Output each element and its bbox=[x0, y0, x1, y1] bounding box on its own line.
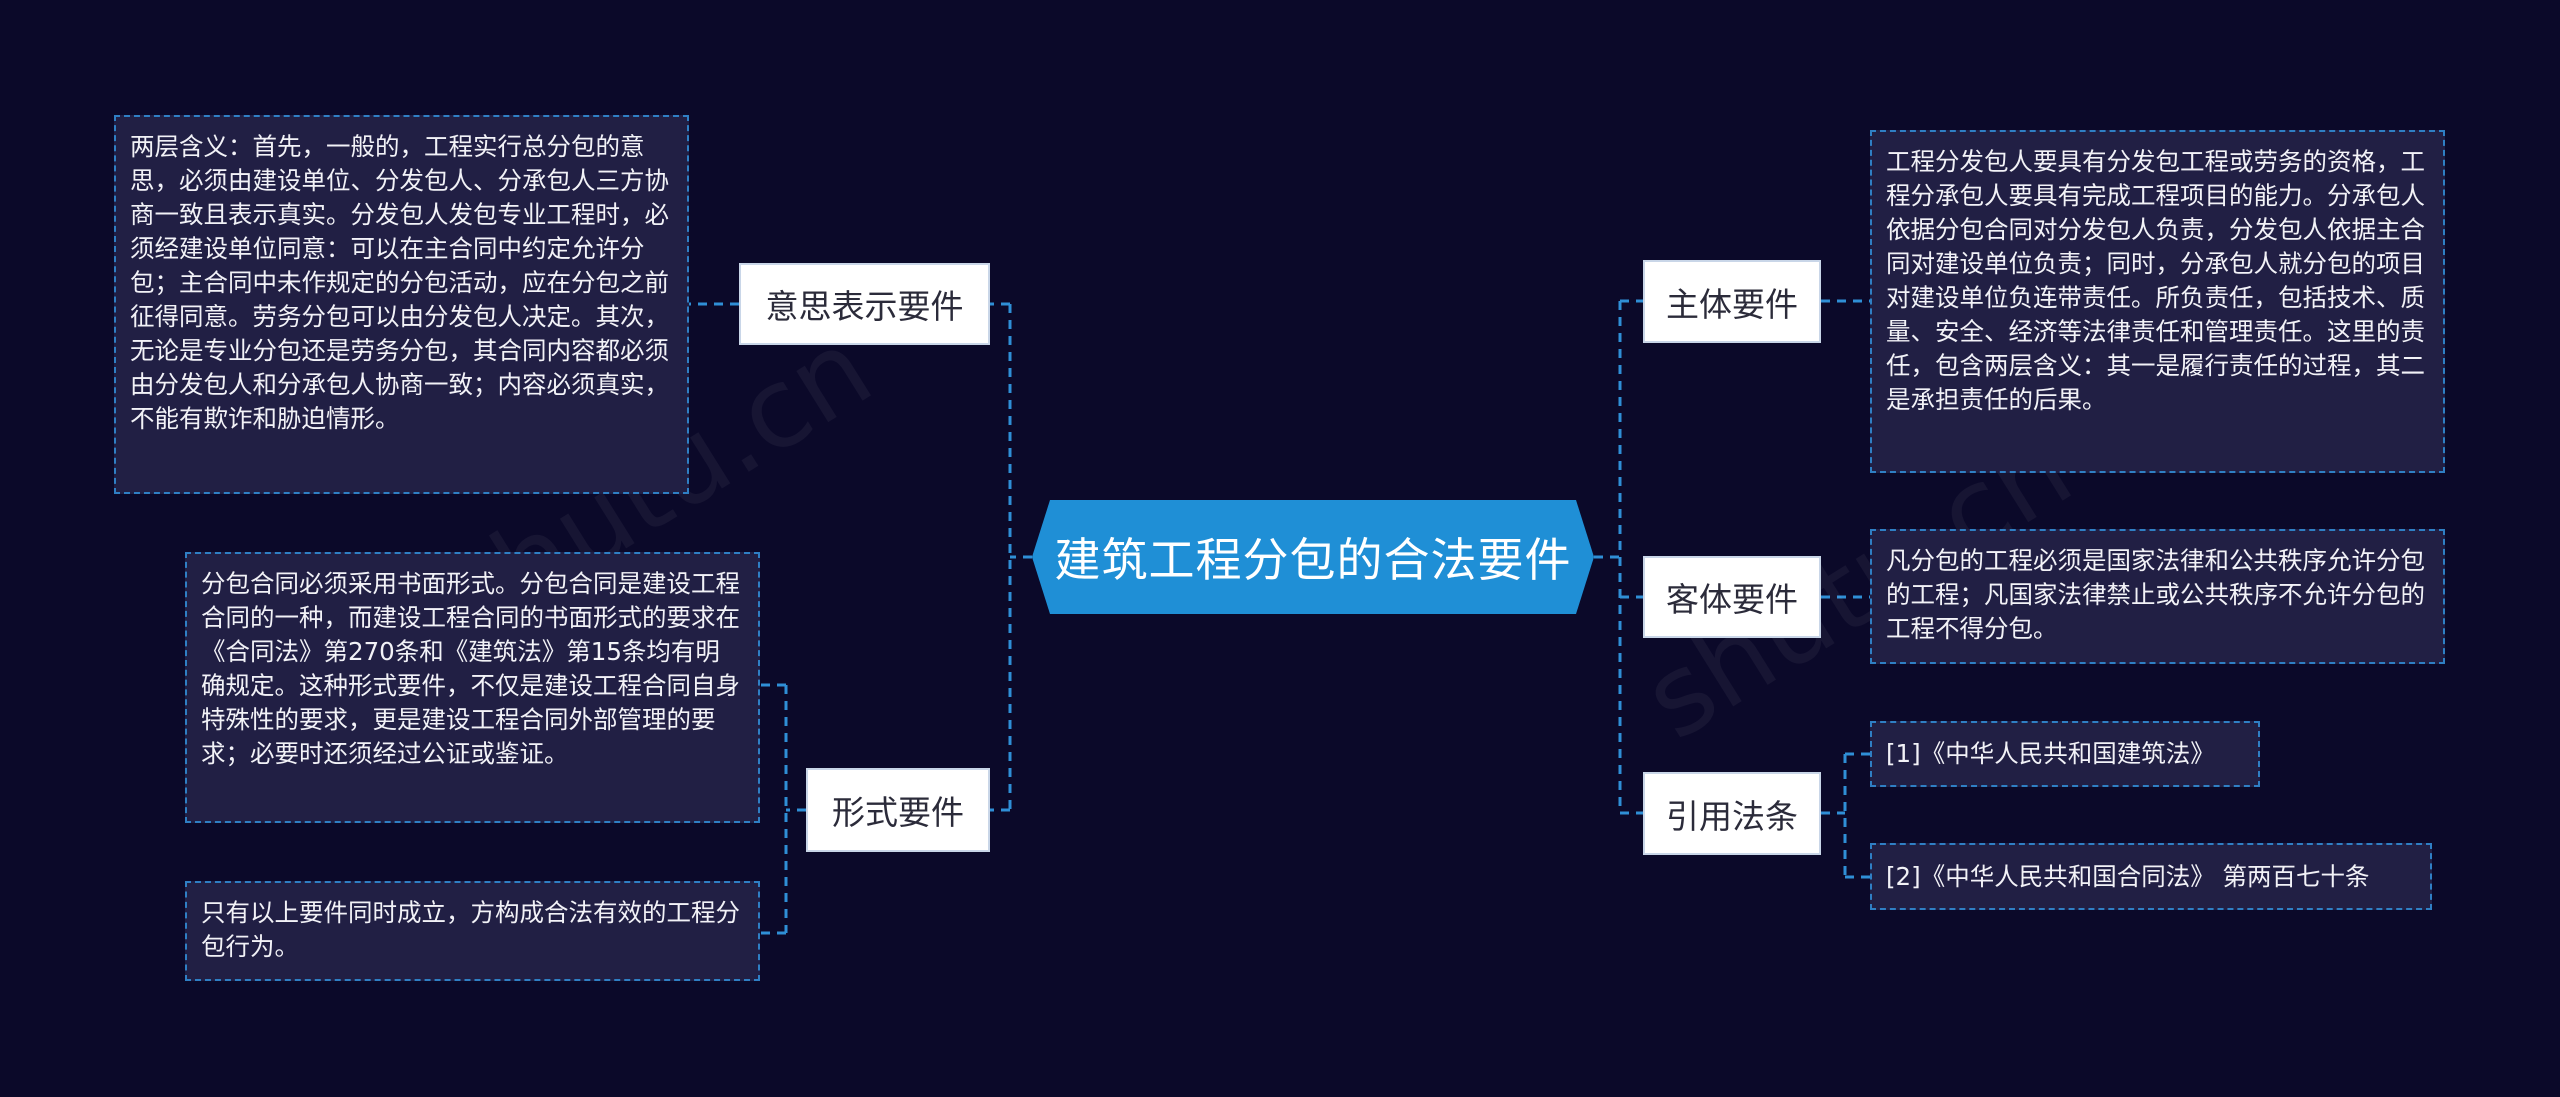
connector-form-trunk bbox=[784, 685, 806, 933]
branch-law-label: 引用法条 bbox=[1666, 796, 1798, 836]
leaf-law-1-text: [1]《中华人民共和国建筑法》 bbox=[1886, 739, 2215, 768]
branch-intent[interactable]: 意思表示要件 bbox=[739, 263, 990, 345]
connector-law-trunk bbox=[1821, 754, 1847, 877]
branch-form[interactable]: 形式要件 bbox=[806, 768, 990, 852]
leaf-law-2-text: [2]《中华人民共和国合同法》 第两百七十条 bbox=[1886, 861, 2370, 891]
branch-object-label: 客体要件 bbox=[1666, 580, 1798, 619]
leaf-form-1[interactable]: 分包合同必须采用书面形式。分包合同是建设工程合同的一种，而建设工程合同的书面形式… bbox=[185, 552, 760, 823]
leaf-law-2[interactable]: [2]《中华人民共和国合同法》 第两百七十条 bbox=[1870, 843, 2432, 910]
root-topic[interactable]: 建筑工程分包的合法要件 bbox=[1032, 500, 1594, 614]
branch-form-label: 形式要件 bbox=[832, 793, 964, 832]
leaf-subject[interactable]: 工程分发包人要具有分发包工程或劳务的资格，工程分承包人要具有完成工程项目的能力。… bbox=[1870, 130, 2445, 473]
leaf-form-2-text: 只有以上要件同时成立，方构成合法有效的工程分包行为。 bbox=[201, 898, 740, 961]
branch-subject[interactable]: 主体要件 bbox=[1643, 260, 1821, 343]
root-topic-label: 建筑工程分包的合法要件 bbox=[1054, 533, 1572, 587]
leaf-object-text: 凡分包的工程必须是国家法律和公共秩序允许分包的工程；凡国家法律禁止或公共秩序不允… bbox=[1886, 546, 2425, 643]
leaf-form-1-text: 分包合同必须采用书面形式。分包合同是建设工程合同的一种，而建设工程合同的书面形式… bbox=[201, 569, 740, 768]
leaf-subject-text: 工程分发包人要具有分发包工程或劳务的资格，工程分承包人要具有完成工程项目的能力。… bbox=[1886, 147, 2425, 414]
branch-subject-label: 主体要件 bbox=[1666, 284, 1798, 324]
branch-law[interactable]: 引用法条 bbox=[1643, 772, 1821, 855]
leaf-law-1[interactable]: [1]《中华人民共和国建筑法》 bbox=[1870, 721, 2260, 787]
branch-intent-label: 意思表示要件 bbox=[765, 287, 964, 326]
leaf-object[interactable]: 凡分包的工程必须是国家法律和公共秩序允许分包的工程；凡国家法律禁止或公共秩序不允… bbox=[1870, 529, 2445, 664]
leaf-form-2[interactable]: 只有以上要件同时成立，方构成合法有效的工程分包行为。 bbox=[185, 881, 760, 981]
leaf-intent-text: 两层含义：首先，一般的，工程实行总分包的意思，必须由建设单位、分发包人、分承包人… bbox=[130, 132, 669, 433]
leaf-intent[interactable]: 两层含义：首先，一般的，工程实行总分包的意思，必须由建设单位、分发包人、分承包人… bbox=[114, 115, 689, 494]
branch-object[interactable]: 客体要件 bbox=[1643, 556, 1821, 638]
